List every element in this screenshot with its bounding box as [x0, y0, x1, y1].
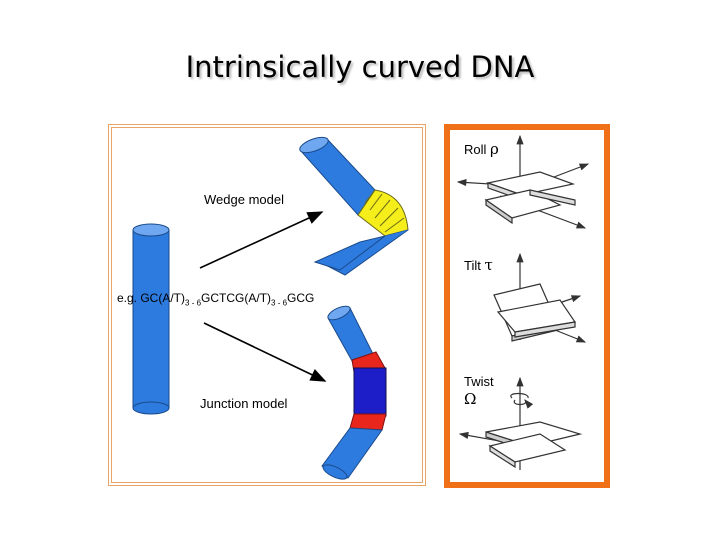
roll-text: Roll — [464, 142, 487, 157]
twist-label: Twist — [464, 374, 494, 389]
wedge-model-label: Wedge model — [204, 192, 284, 207]
twist-symbol: Ω — [464, 390, 477, 408]
roll-symbol: ρ — [490, 140, 499, 158]
tilt-text: Tilt — [464, 258, 481, 273]
twist-diagram — [458, 376, 583, 470]
sequence-label: e.g. GC(A/T)3 - 6GCTCG(A/T)3 - 6GCG — [117, 291, 314, 307]
roll-diagram — [456, 134, 590, 229]
straight-dna-rod — [132, 223, 170, 415]
sequence-part-3: GCG — [287, 291, 315, 305]
roll-label: Roll ρ — [464, 140, 499, 158]
sequence-repeat-1: 3 - 6 — [185, 298, 202, 308]
arrow-to-junction — [203, 322, 327, 382]
sequence-repeat-2: 3 - 6 — [271, 298, 288, 308]
tilt-label: Tilt τ — [464, 256, 493, 274]
tilt-diagram — [493, 252, 587, 343]
tilt-symbol: τ — [484, 256, 493, 274]
junction-model-dna — [321, 305, 387, 480]
wedge-model-dna — [299, 136, 409, 276]
arrow-to-wedge — [199, 211, 324, 269]
slide-title: Intrinsically curved DNA — [185, 50, 535, 84]
sequence-part-1: e.g. GC(A/T) — [117, 291, 186, 305]
sequence-part-2: GCTCG(A/T) — [201, 291, 272, 305]
junction-model-label: Junction model — [200, 396, 288, 411]
